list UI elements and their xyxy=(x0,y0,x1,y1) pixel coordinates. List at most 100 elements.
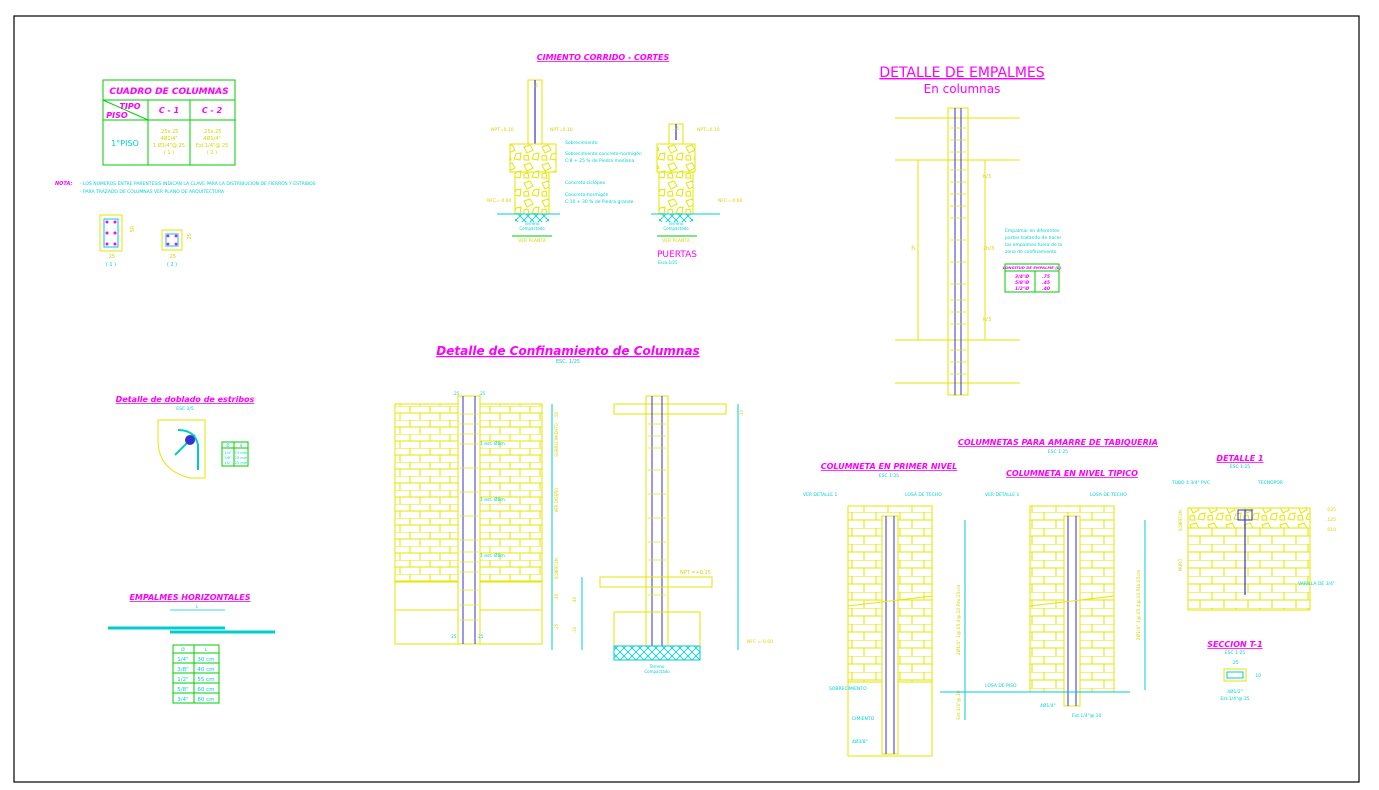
detalle1-escala: ESC 1:25 xyxy=(1230,464,1251,470)
horizontales-r1b: 40 cm xyxy=(197,667,214,673)
detalle1-dim1: .025 xyxy=(1326,507,1336,513)
horizontales-r4b: 80 cm xyxy=(197,697,214,703)
detalle-doblado: Detalle de doblado de estribos ESC 3/5 Ø… xyxy=(116,395,255,479)
nota-line2: - PARA TRAZADO DE COLUMNAS VER PLANO DE … xyxy=(80,189,225,195)
empalmes-r2b: .45 xyxy=(1042,280,1050,286)
seccion-dim: .25 xyxy=(1231,660,1238,666)
cimiento-concreto-ciclopeo: Concreto ciclópeo xyxy=(565,179,606,186)
columnetas-losa-techo2: LOSA DE TECHO xyxy=(1090,492,1127,498)
confinamiento-ref-b: .25 xyxy=(479,391,486,396)
columnetas-ver-detalle2: VER DETALLE 1 xyxy=(985,492,1020,498)
detalle1-title: DETALLE 1 xyxy=(1216,454,1263,463)
horizontales-dim: L xyxy=(196,604,199,609)
empalmes-len: 2h/3 xyxy=(983,246,994,252)
columnetas-sobrecimiento: SOBRECIMIENTO xyxy=(829,686,867,692)
columnetas-dim1: 2Ø1/4" 1@.05,4@.10,Rto.25c/e xyxy=(955,585,962,656)
s2-dim-w: .25 xyxy=(168,254,176,260)
empalmes-r3a: 1/2"Ø xyxy=(1015,285,1030,292)
cuadro-row-label: 1°PISO xyxy=(111,139,139,148)
confinamiento-est3: 1 est. Ø8m. xyxy=(480,552,506,559)
columnetas-losa-techo1: LOSA DE TECHO xyxy=(905,492,942,498)
cuadro-piso: PISO xyxy=(106,111,128,120)
detalle1-dim2: .125 xyxy=(1326,517,1336,523)
s1-ref: ( 1 ) xyxy=(106,262,116,268)
cimiento-npt3: NPT=0.10 xyxy=(697,127,720,133)
confinamiento-ref-d: .25 xyxy=(477,634,484,639)
confinamiento-d5: .40 xyxy=(572,596,577,603)
empalmes-tabla-header: LONGITUD DE EMPALME (L) xyxy=(1003,265,1061,270)
empalmes-subtitle: En columnas xyxy=(924,82,1001,96)
cimiento-puertas: PUERTAS xyxy=(657,250,697,260)
empalmes-h3-top: h/3 xyxy=(983,174,991,180)
columnetas-primer-nivel: COLUMNETA EN PRIMER NIVEL xyxy=(821,462,958,471)
cimiento-sobrecimiento-detalle: Sobrecimiento concreto-hormigón xyxy=(565,150,642,157)
horizontales-r2a: 1/2" xyxy=(177,677,188,683)
doblado-r1b: 13 mm xyxy=(235,451,248,455)
doblado-title: Detalle de doblado de estribos xyxy=(116,395,255,404)
empalmes-r2a: 5/8"Ø xyxy=(1015,279,1030,286)
horizontales-r3b: 60 cm xyxy=(197,687,214,693)
cuadro-c2-steel: 4Ø1/4" xyxy=(203,135,220,142)
cimiento-dim-top: .15 xyxy=(532,83,539,88)
doblado-r3a: 1/2" xyxy=(224,461,232,465)
horizontales-r1a: 3/8" xyxy=(177,667,188,673)
s1-dim-w: .25 xyxy=(107,254,115,260)
horizontales-r3a: 5/8" xyxy=(177,687,188,693)
cuadro-tipo: TIPO xyxy=(119,102,140,111)
empalmes-title: DETALLE DE EMPALMES xyxy=(879,65,1044,81)
columnetas-ver-detalle1: VER DETALLE 1 xyxy=(803,492,838,498)
empalmes-nota1: Empalmar en diferentes xyxy=(1005,228,1060,234)
cimiento-concreto-mezcla: C:10 + 30 % de Piedra grande xyxy=(565,199,634,205)
columnetas-anclaje2: 4Ø1/4" xyxy=(1040,702,1056,709)
cimiento-ver-planta1: VER PLANTA xyxy=(518,238,547,244)
confinamiento-terreno: Terreno xyxy=(649,664,665,669)
cimiento-concreto-detalle: Concreto-hormigón xyxy=(565,191,609,198)
cimiento-nfc2: NFC=-0.60 xyxy=(718,198,743,204)
confinamiento-d1: .50 xyxy=(554,411,559,418)
doblado-r2a: 3/8" xyxy=(224,456,232,460)
horizontales-r0b: 30 cm xyxy=(197,657,214,663)
seccion-label1: 4Ø1/2" xyxy=(1227,688,1243,695)
column-section-1: .50 .25 ( 1 ) xyxy=(99,214,136,268)
cimiento-corrido: CIMIENTO CORRIDO - CORTES .15 NPT=0.10 N… xyxy=(487,53,743,265)
cuadro-c2: C - 2 xyxy=(202,106,223,115)
detalle1-label1: TUBO 4 3/4" PVC xyxy=(1171,480,1210,486)
empalmes-nota4: zona de confinamiento xyxy=(1005,249,1057,255)
seccion-escala: ESC 1:25 xyxy=(1225,650,1246,656)
column-section-2: .25 .25 ( 2 ) xyxy=(161,229,193,268)
cimiento-sobrecimiento: Sobrecimiento xyxy=(565,140,598,146)
doblado-r3b: 25 mm xyxy=(235,461,248,465)
horizontales-r0a: 1/4" xyxy=(177,657,188,663)
cimiento-escala: Esca.1/25 xyxy=(658,260,678,265)
doblado-h1: Ø xyxy=(226,443,229,448)
confinamiento-sobrecim: SOBRECIMIENTO xyxy=(554,423,559,456)
columnetas-escala: ESC 1:25 xyxy=(1048,449,1069,455)
confinamiento-escala: ESC. 1/25 xyxy=(556,359,580,365)
horizontales-r2b: 55 cm xyxy=(197,677,214,683)
horizontales-h2: L xyxy=(205,647,208,653)
confinamiento-ref-c: .25 xyxy=(450,634,457,639)
columnetas-primer-escala: ESC 1:25 xyxy=(879,473,900,479)
cuadro-c1-steel: 4Ø1/4" xyxy=(160,135,177,142)
sheet-frame xyxy=(13,15,1360,783)
s2-dim-h: .25 xyxy=(187,233,193,241)
nota: NOTA: - LOS NUMEROS ENTRE PARENTESIS IND… xyxy=(55,181,316,195)
cimiento-terreno1b: Compactado xyxy=(519,226,545,231)
cuadro-title: CUADRO DE COLUMNAS xyxy=(109,87,228,97)
nota-line1: - LOS NUMEROS ENTRE PARENTESIS INDICAN L… xyxy=(80,181,316,187)
detalle1-side2: MURO xyxy=(1178,559,1183,571)
confinamiento-npt: NPT =+0.15 xyxy=(680,570,711,576)
columnetas: COLUMNETAS PARA AMARRE DE TABIQUERIA ESC… xyxy=(803,438,1158,757)
cimiento-title: CIMIENTO CORRIDO - CORTES xyxy=(537,53,670,62)
cimiento-dim-top2: .15 xyxy=(673,126,680,131)
nota-label: NOTA: xyxy=(55,181,72,187)
doblado-h2: d xyxy=(240,443,243,448)
seccion-t1: SECCION T-1 ESC 1:25 .25 .10 4Ø1/2" Est.… xyxy=(1207,640,1262,702)
doblado-escala: ESC 3/5 xyxy=(176,406,194,412)
columnetas-dim-low: Est.1/4"@.10 xyxy=(956,690,962,719)
doblado-r1a: 1/4" xyxy=(224,451,232,455)
horizontales-h1: Ø xyxy=(181,646,185,653)
s2-ref: ( 2 ) xyxy=(167,262,177,268)
confinamiento-est2: 1 est. Ø8m. xyxy=(480,496,506,503)
